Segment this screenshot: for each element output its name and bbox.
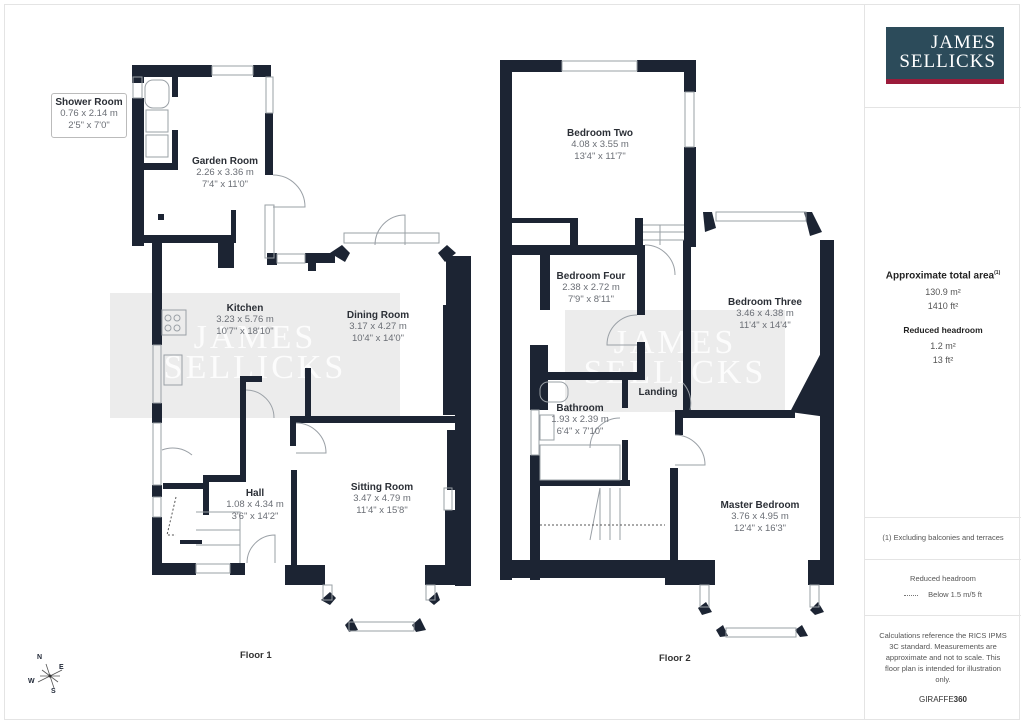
floor-plan-drawing: [132, 60, 834, 638]
disclaimer-text: Calculations reference the RICS IPMS 3C …: [879, 631, 1007, 684]
giraffe360-credit: GIRAFFE360: [918, 695, 968, 704]
page-frame: [4, 4, 1020, 720]
room-label-shower-room: Shower Room 0.76 x 2.14 m 2'5" x 7'0": [51, 93, 127, 138]
room-label-master-bedroom: Master Bedroom 3.76 x 4.95 m 12'4" x 16'…: [720, 500, 800, 534]
footnote-section: (1) Excluding balconies and terraces: [865, 518, 1021, 560]
legend-item: Below 1.5 m/5 ft: [865, 590, 1021, 599]
room-label-bedroom-two: Bedroom Two 4.08 x 3.55 m 13'4" x 11'7": [567, 128, 633, 162]
dotted-line-icon: [904, 594, 919, 596]
room-label-dining-room: Dining Room 3.17 x 4.27 m 10'4" x 14'0": [346, 310, 410, 344]
logo-section: JAMES SELLICKS: [865, 4, 1021, 108]
watermark-floor1: JAMES SELLICKS: [110, 293, 400, 418]
logo-accent-bar: [886, 79, 1004, 84]
room-label-kitchen: Kitchen 3.23 x 5.76 m 10'7" x 18'10": [216, 303, 274, 337]
reduced-headroom-ft2: 13 ft²: [932, 355, 954, 366]
total-area-ft2: 1410 ft²: [927, 301, 959, 312]
disclaimer-section: Calculations reference the RICS IPMS 3C …: [865, 616, 1021, 720]
room-label-bedroom-three: Bedroom Three 3.46 x 4.38 m 11'4" x 14'4…: [728, 297, 802, 331]
floor-label-2: Floor 2: [659, 653, 691, 664]
floor-label-1: Floor 1: [240, 650, 272, 661]
james-sellicks-logo: JAMES SELLICKS: [886, 27, 1004, 84]
total-area-m2: 130.9 m²: [925, 287, 961, 298]
room-label-bathroom: Bathroom 1.93 x 2.39 m 6'4" x 7'10": [551, 403, 609, 437]
area-summary-section: Approximate total area(1) 130.9 m² 1410 …: [865, 108, 1021, 518]
legend-title: Reduced headroom: [910, 574, 976, 583]
reduced-headroom-title: Reduced headroom: [903, 325, 983, 336]
room-label-bedroom-four: Bedroom Four 2.38 x 2.72 m 7'9" x 8'11": [556, 271, 626, 305]
room-label-sitting-room: Sitting Room 3.47 x 4.79 m 11'4" x 15'8": [350, 482, 414, 516]
info-sidebar: JAMES SELLICKS Approximate total area(1)…: [864, 4, 1021, 720]
reduced-headroom-m2: 1.2 m²: [930, 341, 956, 352]
legend-section: Reduced headroom Below 1.5 m/5 ft: [865, 560, 1021, 616]
total-area-title: Approximate total area(1): [885, 270, 1001, 282]
room-label-landing: Landing: [638, 387, 678, 398]
room-label-hall: Hall 1.08 x 4.34 m 3'6" x 14'2": [226, 488, 284, 522]
room-label-garden-room: Garden Room 2.26 x 3.36 m 7'4" x 11'0": [191, 156, 259, 190]
watermark-floor2: JAMES SELLICKS: [565, 310, 785, 412]
footnote-text: (1) Excluding balconies and terraces: [882, 533, 1004, 542]
compass-rose-icon: N E W S: [28, 654, 64, 695]
